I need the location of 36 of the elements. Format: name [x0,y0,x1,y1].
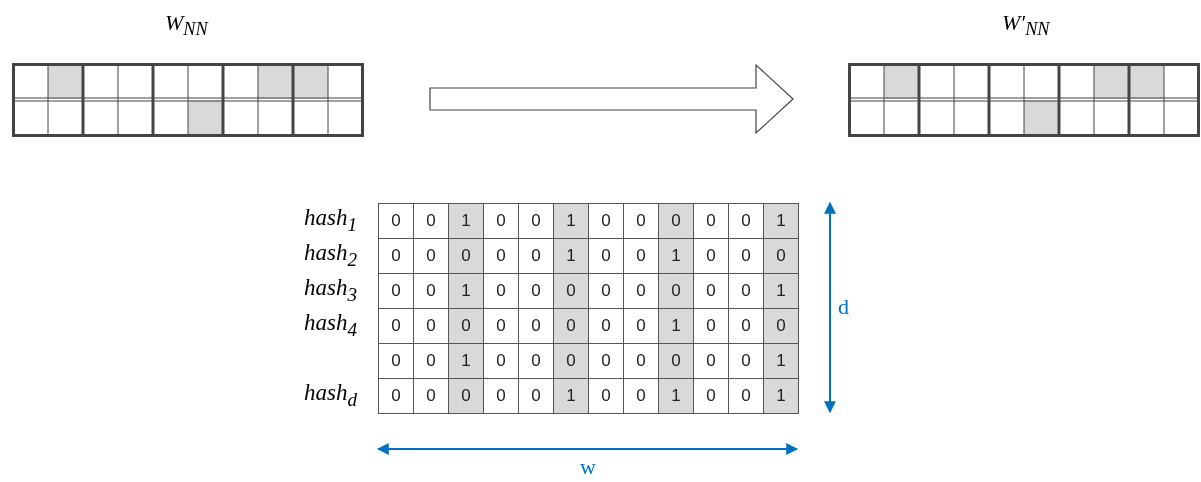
table-cell: 0 [658,203,694,239]
table-cell: 0 [658,343,694,379]
table-cell: 0 [763,308,799,344]
table-cell: 1 [763,343,799,379]
block-arrow [429,63,794,135]
table-cell: 1 [553,238,589,274]
table-cell: 1 [658,308,694,344]
table-cell: 0 [378,203,414,239]
table-cell: 1 [763,378,799,414]
table-cell: 1 [448,273,484,309]
table-cell: 1 [553,203,589,239]
hash-function-label: hash$_{d}$ [302,380,357,411]
table-cell: 1 [763,203,799,239]
table-cell: 0 [553,343,589,379]
table-cell: 1 [658,378,694,414]
hash-function-label: hash$_{1}$ [302,205,357,236]
table-cell: 0 [378,378,414,414]
table-cell: 0 [448,238,484,274]
table-cell: 0 [763,238,799,274]
hash-function-label: hash$_{4}$ [302,310,357,341]
table-cell: 0 [553,308,589,344]
dimension-label: d [838,294,849,320]
table-cell: 1 [763,273,799,309]
table-cell: 1 [448,203,484,239]
hash-function-label: hash$_{2}$ [302,240,357,271]
table-cell: 0 [553,273,589,309]
table-cell: 0 [448,308,484,344]
table-cell: 1 [553,378,589,414]
table-cell: 0 [448,378,484,414]
matrix-title: W′$_{NN}$ [1002,10,1050,41]
table-cell: 1 [658,238,694,274]
hash-function-label: hash$_{3}$ [302,275,357,306]
table-cell: 1 [448,343,484,379]
dimension-label: w [580,454,596,480]
matrix-title: W$_{NN}$ [165,10,208,41]
table-cell: 0 [658,273,694,309]
